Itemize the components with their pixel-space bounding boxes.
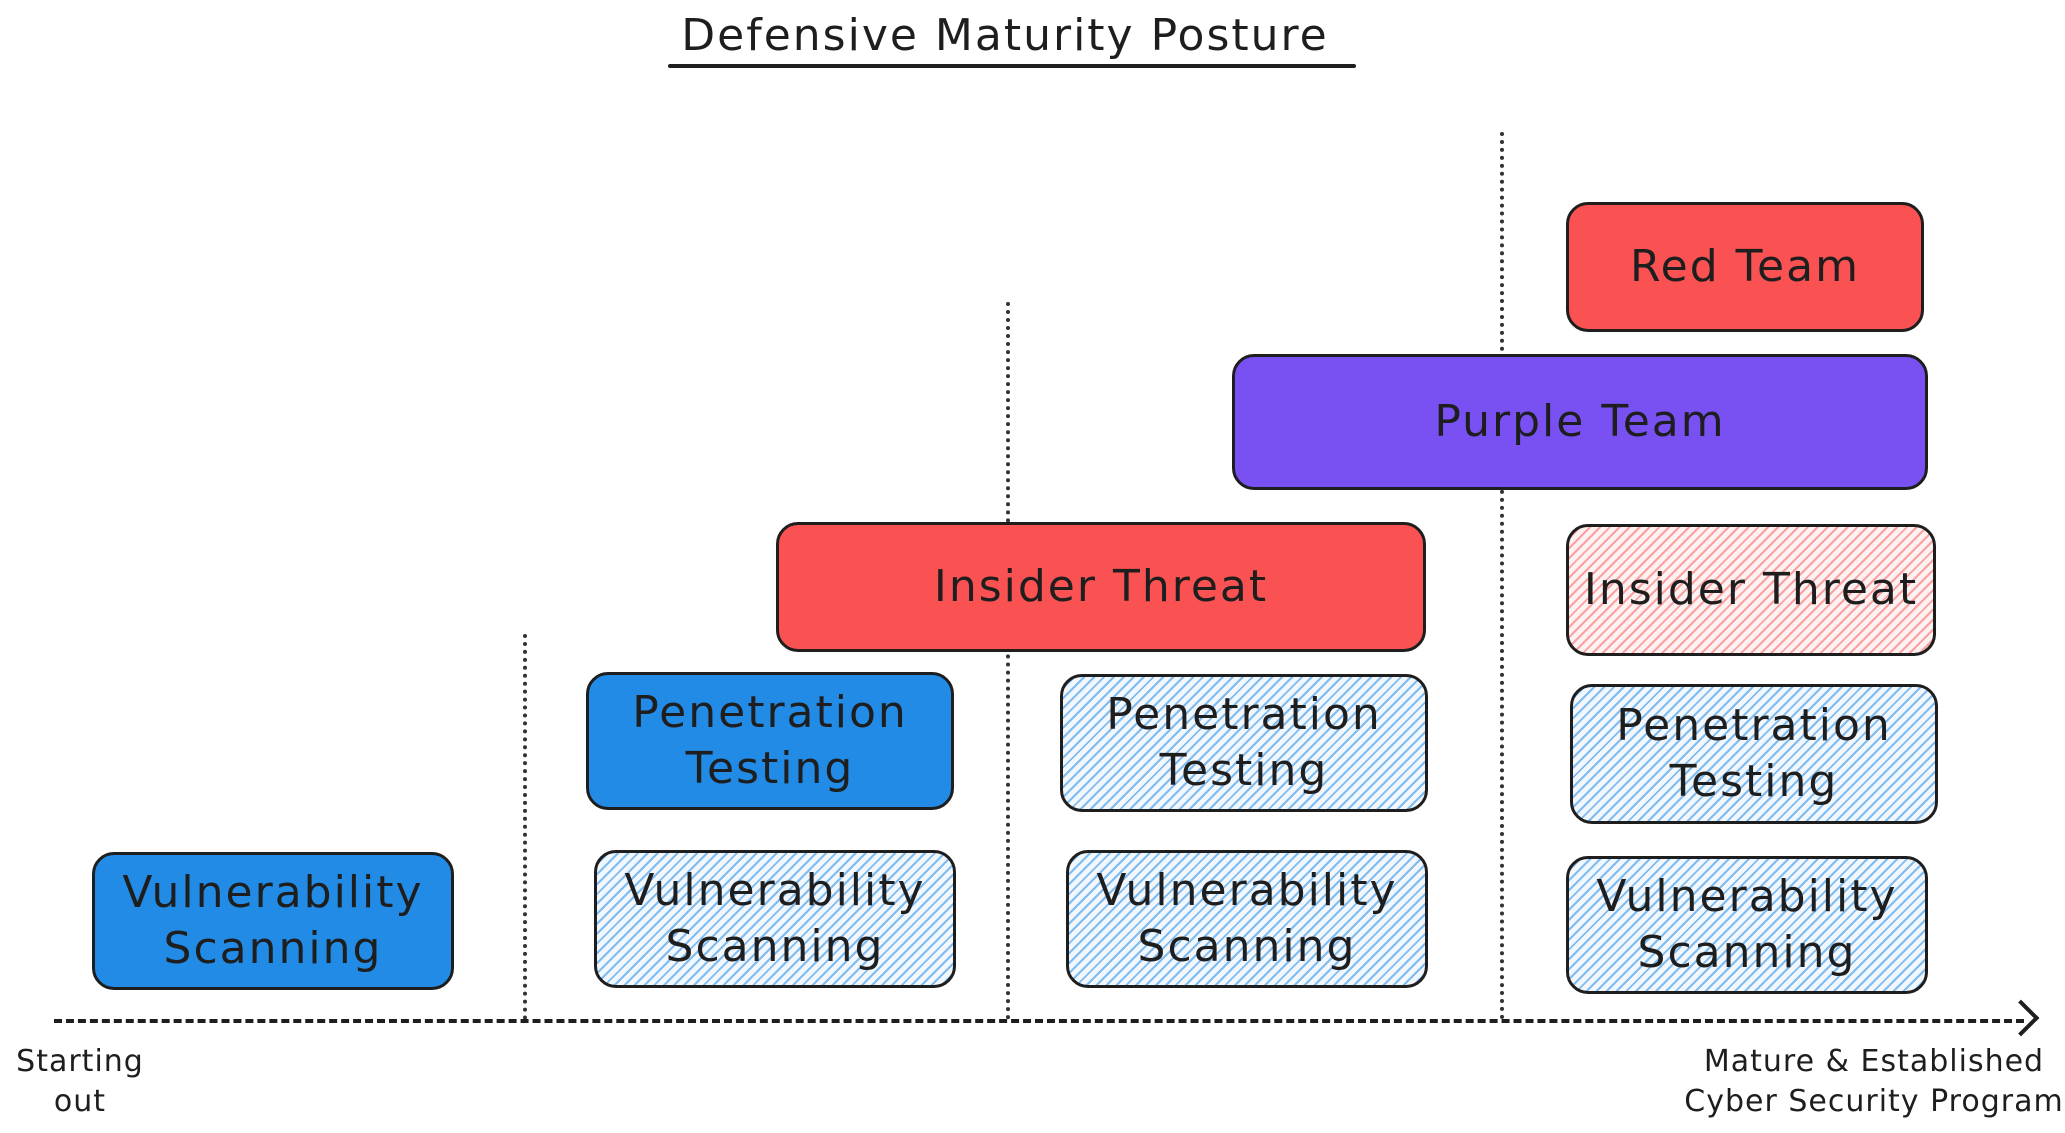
block-label-line: Vulnerability xyxy=(1596,871,1898,922)
block-label-line: Penetration xyxy=(632,687,908,738)
stage-2-vulnerability-scanning: Vulnerability Scanning xyxy=(594,850,956,988)
block-label-line: Vulnerability xyxy=(624,865,926,916)
block-label-line: Red Team xyxy=(1630,241,1860,292)
stage-4-insider-threat: Insider Threat xyxy=(1566,524,1936,656)
stage-3-penetration-testing: Penetration Testing xyxy=(1060,674,1428,812)
title-underline xyxy=(668,64,1356,68)
block-label-line: Testing xyxy=(1159,745,1329,796)
block-label-line: Vulnerability xyxy=(122,867,424,918)
block-label-line: Testing xyxy=(685,743,855,794)
stage-3-insider-threat: Insider Threat xyxy=(776,522,1426,652)
block-label-line: Insider Threat xyxy=(933,561,1269,612)
axis-start-label: Starting out xyxy=(6,1042,154,1122)
axis-arrow-head-icon xyxy=(2002,999,2040,1037)
axis-start-label-line: out xyxy=(53,1084,107,1119)
block-label-line: Insider Threat xyxy=(1583,564,1919,615)
maturity-axis xyxy=(54,1019,2024,1023)
block-label-line: Testing xyxy=(1669,756,1839,807)
stage-4-red-team: Red Team xyxy=(1566,202,1924,332)
stage-divider-3 xyxy=(1500,132,1504,1020)
block-label-line: Scanning xyxy=(163,923,383,974)
block-label-line: Purple Team xyxy=(1434,396,1726,447)
stage-4-penetration-testing: Penetration Testing xyxy=(1570,684,1938,824)
diagram-title: Defensive Maturity Posture xyxy=(681,10,1329,61)
block-label-line: Vulnerability xyxy=(1096,865,1398,916)
stage-divider-2 xyxy=(1006,302,1010,1020)
axis-end-label-line: Mature & Established xyxy=(1703,1044,2045,1079)
stage-4-purple-team: Purple Team xyxy=(1232,354,1928,490)
stage-2-penetration-testing: Penetration Testing xyxy=(586,672,954,810)
block-label-line: Penetration xyxy=(1106,689,1382,740)
stage-1-vulnerability-scanning: Vulnerability Scanning xyxy=(92,852,454,990)
axis-start-label-line: Starting xyxy=(16,1044,144,1079)
stage-divider-1 xyxy=(523,634,527,1020)
block-label-line: Scanning xyxy=(665,921,885,972)
stage-3-vulnerability-scanning: Vulnerability Scanning xyxy=(1066,850,1428,988)
stage-4-vulnerability-scanning: Vulnerability Scanning xyxy=(1566,856,1928,994)
block-label-line: Scanning xyxy=(1137,921,1357,972)
axis-end-label-line: Cyber Security Program xyxy=(1684,1084,2064,1119)
block-label-line: Scanning xyxy=(1637,927,1857,978)
axis-end-label: Mature & Established Cyber Security Prog… xyxy=(1684,1042,2064,1122)
block-label-line: Penetration xyxy=(1616,700,1892,751)
